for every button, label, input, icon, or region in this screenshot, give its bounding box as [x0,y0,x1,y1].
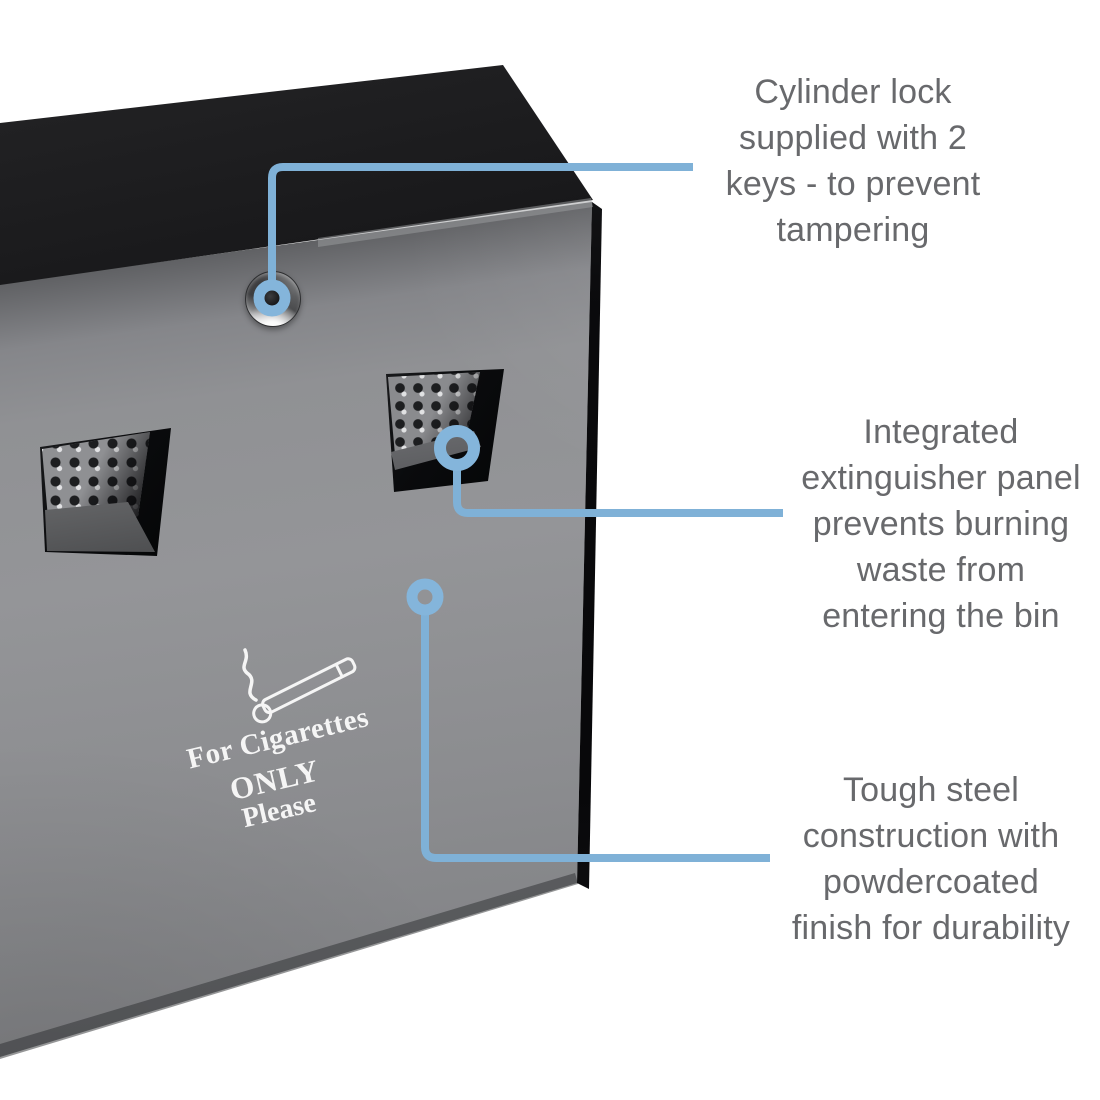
annotation-line: extinguisher panel [801,459,1081,497]
cigarette-body [261,657,357,715]
annotation-line: construction with [802,817,1060,855]
annotation-line: waste from [856,551,1026,589]
callout-line-extinguisher-panel [453,469,783,517]
annotation-steel-construction: Tough steel construction with powdercoat… [792,767,1070,951]
annotation-extinguisher-panel: Integrated extinguisher panel prevents b… [801,409,1081,639]
cigarette-tip-line [334,663,344,678]
annotation-line: keys - to prevent [725,165,981,203]
annotation-line: Cylinder lock [754,73,952,111]
callout-ring-cylinder-lock [253,279,291,317]
annotation-line: prevents burning [812,505,1070,543]
annotation-line: Integrated [863,413,1019,451]
callout-ring-extinguisher-panel [434,425,480,471]
callout-line-cylinder-lock [268,163,693,285]
annotation-line: finish for durability [791,909,1071,947]
callout-ring-steel-construction [406,578,444,616]
annotation-line: supplied with 2 [739,119,967,157]
cigarette-icon [252,657,357,724]
cigarette-sticker: For Cigarettes ONLY Please [184,648,372,834]
annotation-line: powdercoated [823,863,1039,901]
smoke-icon [242,648,258,702]
annotation-line: Tough steel [842,771,1020,809]
annotation-cylinder-lock: Cylinder lock supplied with 2 keys - to … [726,69,981,253]
cigarette-ember [252,703,273,724]
annotation-line: entering the bin [822,597,1060,635]
annotation-line: tampering [776,211,930,249]
callout-line-steel-construction [421,613,770,862]
